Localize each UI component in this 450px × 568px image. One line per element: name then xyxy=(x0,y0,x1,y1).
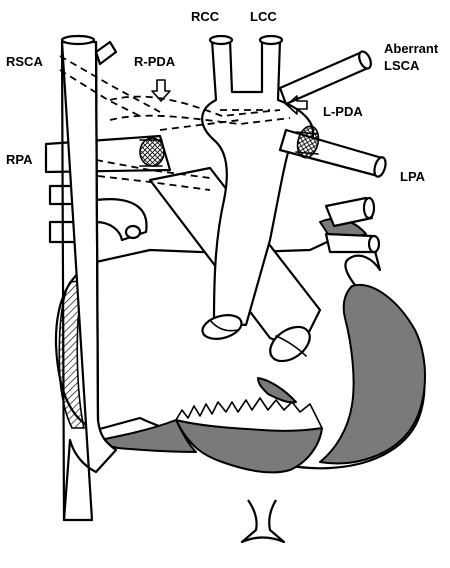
ventricles xyxy=(54,217,427,474)
rcc-vessel xyxy=(208,34,234,46)
superior-vena-cava xyxy=(60,34,118,522)
descending-aorta xyxy=(240,499,286,544)
label-lpa: LPA xyxy=(400,169,426,184)
label-rsca: RSCA xyxy=(6,54,43,69)
papillary-muscle xyxy=(257,377,297,404)
lcc-vessel xyxy=(258,34,284,46)
ventricular-septum xyxy=(175,419,323,474)
aberrant-lsca-vessel xyxy=(278,50,372,106)
l-pda-arrow-icon xyxy=(286,95,308,115)
lpa-vessel xyxy=(278,125,387,178)
label-rpa: RPA xyxy=(6,152,33,167)
left-ventricle-wall xyxy=(319,283,427,465)
label-l-pda: L-PDA xyxy=(323,104,363,119)
left-pulmonary-veins xyxy=(324,196,381,254)
label-aberrant: Aberrant xyxy=(384,41,439,56)
label-lcc: LCC xyxy=(250,9,277,24)
aorta xyxy=(201,34,315,340)
right-stent xyxy=(139,137,165,167)
r-pda-arrow-icon xyxy=(151,79,171,102)
dashed-ductus-lines xyxy=(59,55,291,191)
label-r-pda: R-PDA xyxy=(134,54,176,69)
rpa-vessel xyxy=(44,134,172,244)
label-lsca: LSCA xyxy=(384,58,420,73)
label-rcc: RCC xyxy=(191,9,220,24)
